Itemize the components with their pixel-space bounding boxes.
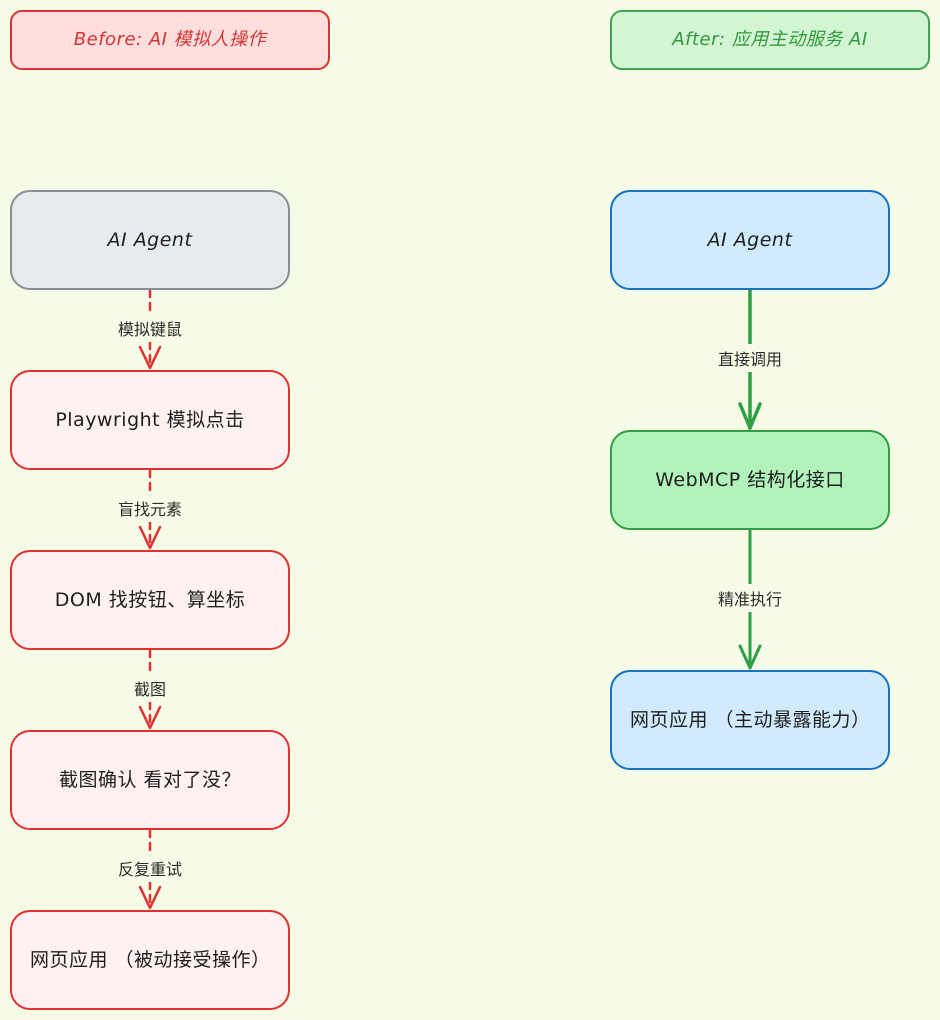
arrowhead-right-1	[738, 402, 762, 430]
arrowhead-left-3	[138, 705, 162, 730]
left-webapp-node: 网页应用 （被动接受操作）	[10, 910, 290, 1010]
after-header: After: 应用主动服务 AI	[610, 10, 930, 70]
edge-label-left-4: 反复重试	[113, 854, 187, 882]
webmcp-node: WebMCP 结构化接口	[610, 430, 890, 530]
left-ai-agent-node: AI Agent	[10, 190, 290, 290]
right-webapp-node: 网页应用 （主动暴露能力）	[610, 670, 890, 770]
edge-label-right-1: 直接调用	[713, 344, 787, 372]
arrowhead-right-2	[738, 644, 762, 670]
dom-find-node: DOM 找按钮、算坐标	[10, 550, 290, 650]
playwright-node: Playwright 模拟点击	[10, 370, 290, 470]
edge-label-left-3: 截图	[129, 674, 171, 702]
edge-label-left-1: 模拟键鼠	[113, 314, 187, 342]
arrowhead-left-4	[138, 885, 162, 910]
arrowhead-left-1	[138, 345, 162, 370]
edge-label-left-2: 盲找元素	[113, 494, 187, 522]
arrowhead-left-2	[138, 525, 162, 550]
right-ai-agent-node: AI Agent	[610, 190, 890, 290]
before-header: Before: AI 模拟人操作	[10, 10, 330, 70]
screenshot-confirm-node: 截图确认 看对了没？	[10, 730, 290, 830]
edge-label-right-2: 精准执行	[713, 584, 787, 612]
